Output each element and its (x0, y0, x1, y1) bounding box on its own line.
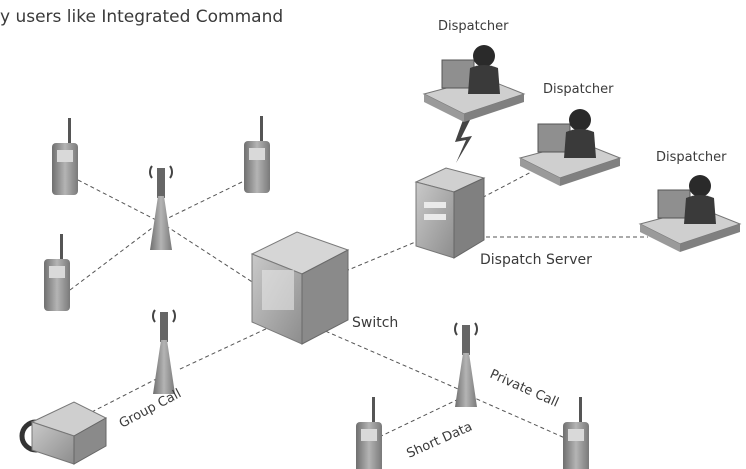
connectors (69, 156, 648, 439)
link-radio-topright (159, 181, 243, 223)
link-radio-midleft (69, 221, 161, 291)
private-call-label: Private Call (487, 367, 560, 411)
handheld-radio-icon (356, 397, 382, 469)
switch-box-icon (250, 231, 350, 345)
link-radio-topleft (77, 179, 161, 223)
link-switch-tower3 (299, 319, 466, 393)
lightning-link-icon (455, 120, 472, 163)
base-station-tower-icon (454, 322, 478, 407)
group-call-label: Group Call (117, 386, 184, 431)
vehicle-radio-icon (19, 401, 108, 465)
link-tower2-vehicle (79, 371, 171, 419)
base-station-tower-icon (149, 165, 173, 250)
handheld-radio-icon (563, 397, 589, 469)
dispatcher-label-3: Dispatcher (656, 150, 727, 165)
link-tower3-radio-left (376, 395, 466, 439)
short-data-label: Short Data (405, 419, 475, 461)
link-tower3-radio-right (469, 395, 566, 439)
dispatcher-label-1: Dispatcher (438, 19, 509, 34)
handheld-radio-icon (44, 234, 70, 311)
dispatcher-console-icon (422, 45, 526, 122)
base-station-tower-icon (152, 309, 176, 394)
dispatcher-console-icon (518, 109, 622, 186)
server-tower-icon (414, 167, 486, 259)
dispatch-server-label: Dispatch Server (480, 252, 592, 268)
link-switch-tower2 (177, 319, 286, 371)
handheld-radio-icon (52, 118, 78, 195)
dispatcher-console-icon (638, 175, 742, 252)
dispatcher-label-2: Dispatcher (543, 82, 614, 97)
switch-label: Switch (352, 315, 398, 331)
header-text: y users like Integrated Command (0, 7, 283, 27)
handheld-radio-icon (244, 116, 270, 193)
